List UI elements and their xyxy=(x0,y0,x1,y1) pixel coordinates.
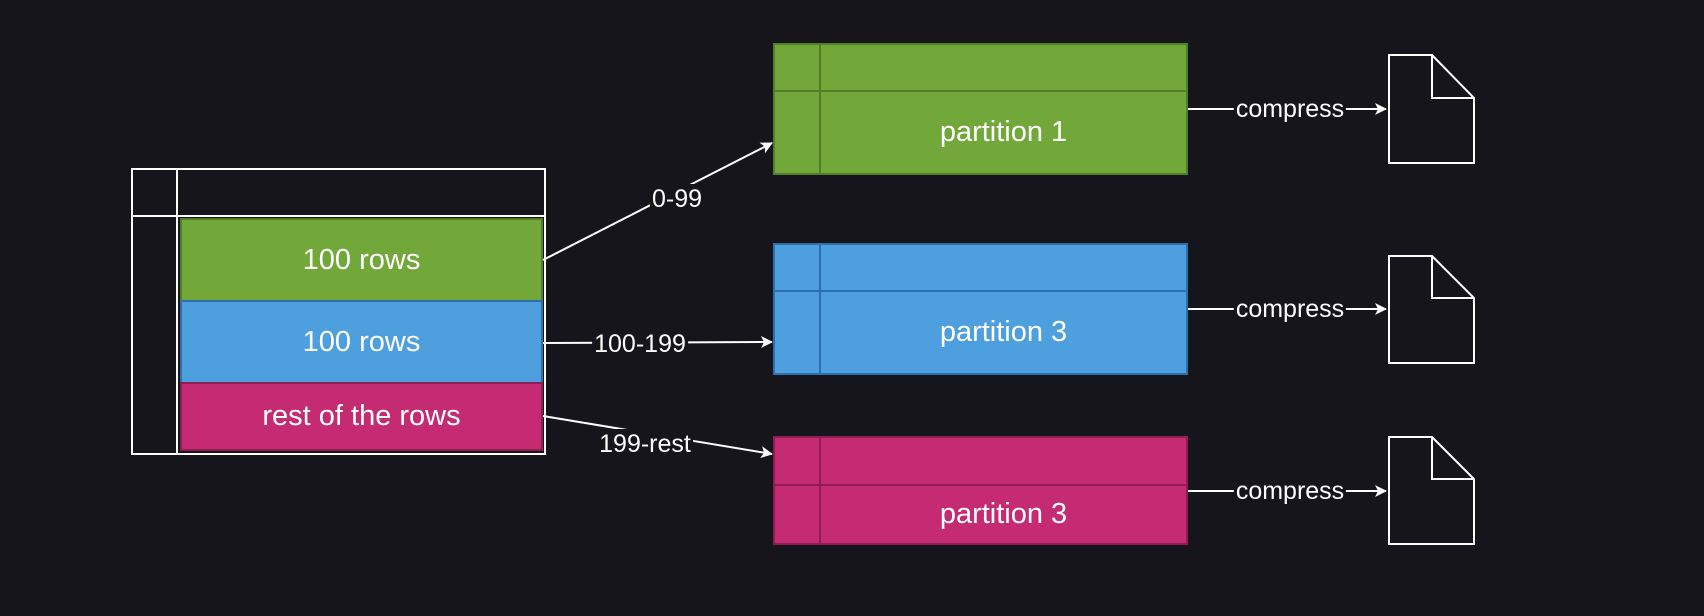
partition-label: partition 1 xyxy=(939,116,1068,148)
partition-label: partition 3 xyxy=(939,498,1068,530)
partition-green-body xyxy=(773,43,1188,175)
partition-magenta xyxy=(773,436,1188,545)
partition-magenta-body xyxy=(773,436,1188,545)
partition-label: partition 3 xyxy=(939,316,1068,348)
source-segment-label: 100 rows xyxy=(302,243,421,276)
compress-label: compress xyxy=(1233,294,1347,324)
source-segment-label: 100 rows xyxy=(302,325,421,358)
file-icon xyxy=(1388,436,1475,545)
partition-green xyxy=(773,43,1188,175)
partition-blue xyxy=(773,243,1188,375)
source-segment-blue xyxy=(180,300,543,384)
source-table xyxy=(131,168,546,455)
source-segment-label: rest of the rows xyxy=(262,400,461,432)
source-segment-magenta xyxy=(180,382,543,451)
compress-label: compress xyxy=(1233,94,1347,124)
edge-label: 199-rest xyxy=(597,429,693,459)
source-table-frame xyxy=(131,168,546,455)
file-icon xyxy=(1388,255,1475,364)
source-segment-green xyxy=(180,218,543,302)
edge-label: 100-199 xyxy=(592,329,688,359)
compress-label: compress xyxy=(1233,476,1347,506)
partition-blue-body xyxy=(773,243,1188,375)
file-icon xyxy=(1388,54,1475,164)
edge-label: 0-99 xyxy=(649,184,705,214)
